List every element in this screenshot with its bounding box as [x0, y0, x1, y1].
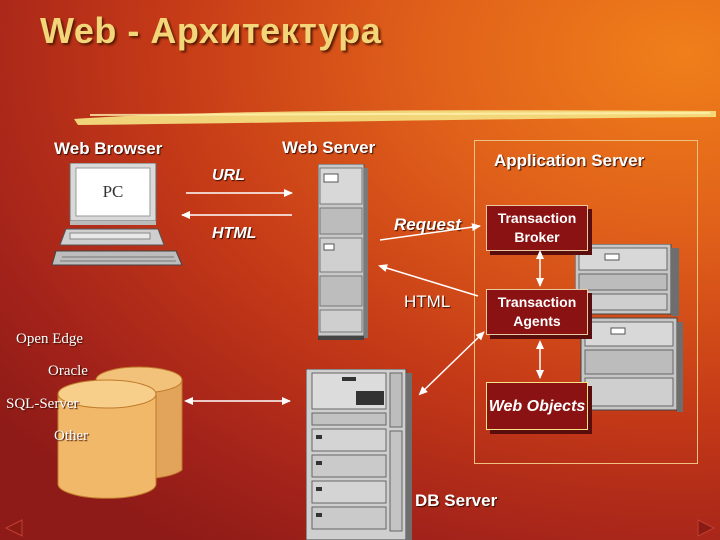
transaction-broker-box: Transaction Broker	[486, 205, 588, 251]
next-slide-icon[interactable]	[696, 518, 716, 538]
db-server-label: DB Server	[415, 491, 498, 510]
application-server-icon	[575, 244, 683, 412]
request-label: Request	[394, 215, 462, 234]
html-return-arrow	[378, 264, 479, 297]
workstation-icon	[52, 163, 183, 266]
database-label-oracle: Oracle	[48, 363, 88, 379]
database-label-sql-server: SQL-Server	[6, 396, 79, 412]
web-objects-box: Web Objects	[486, 382, 588, 430]
request-arrow	[379, 223, 481, 241]
database-label-other: Other	[54, 428, 89, 444]
html-browser-label: HTML	[212, 225, 257, 242]
web-browser-label: Web Browser	[54, 139, 163, 158]
application-server-frame	[474, 140, 698, 464]
transaction-agents-box: Transaction Agents	[486, 289, 588, 335]
agents-db-arrow	[418, 331, 485, 396]
pc-label: PC	[102, 182, 124, 201]
highlighter-stroke	[74, 110, 716, 125]
web-server-label: Web Server	[282, 138, 376, 157]
database-label-open-edge: Open Edge	[16, 331, 84, 347]
db-server-icon	[306, 369, 412, 540]
url-label: URL	[212, 167, 245, 184]
application-server-label: Application Server	[494, 151, 645, 170]
database-icon	[57, 366, 183, 499]
html-server-label: HTML	[404, 292, 451, 311]
slide-title: Web - Архитектура	[40, 10, 382, 51]
previous-slide-icon[interactable]	[4, 518, 24, 538]
web-server-icon	[318, 164, 368, 340]
